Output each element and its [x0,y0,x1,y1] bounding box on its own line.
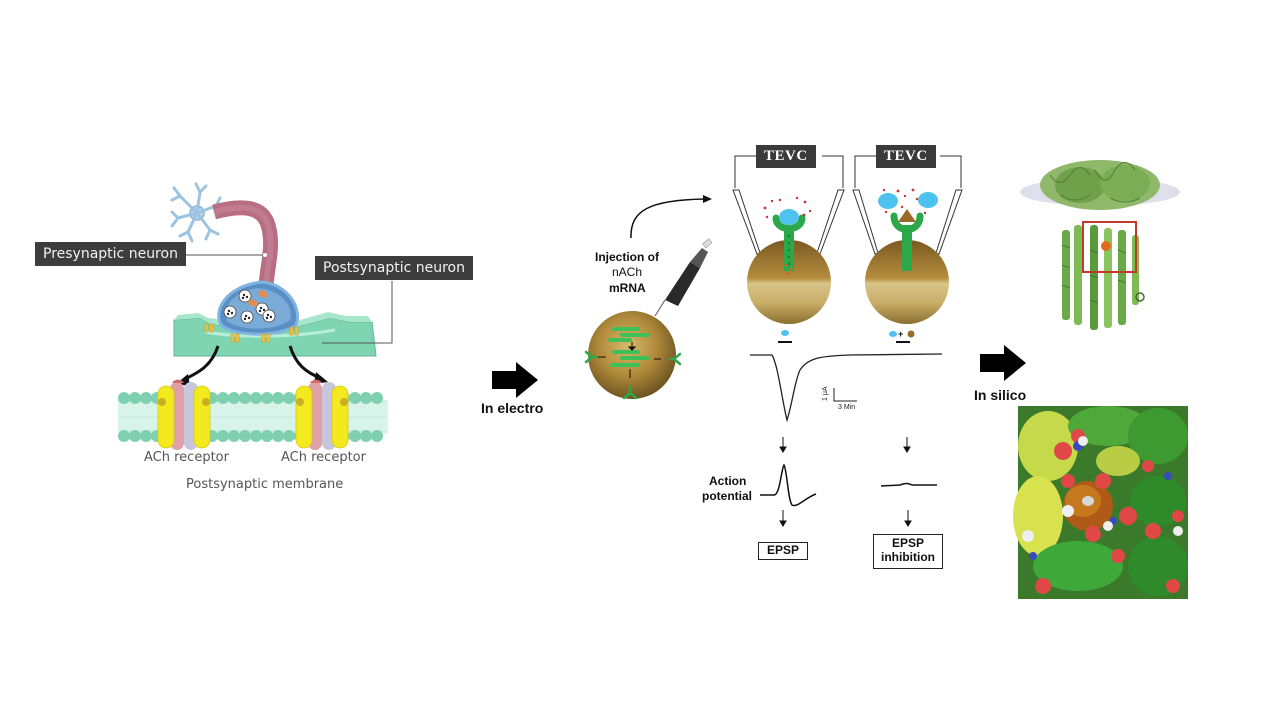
current-trace [750,353,943,423]
presynaptic-neuron-label: Presynaptic neuron [35,242,186,266]
mrna-strands [608,327,650,367]
epsp-inhibition-line1: EPSP [891,536,924,550]
epsp-box: EPSP [758,542,808,560]
epsp-inhibition-line2: inhibition [881,550,935,564]
lipid-head [239,392,251,404]
in-silico-label: In silico [974,387,1027,403]
lipid-head [140,430,152,442]
flow-arrows [779,437,912,527]
lipid-head [129,392,141,404]
postsynaptic-leader-line [322,281,393,344]
postsynaptic-neuron-label: Postsynaptic neuron [315,256,473,280]
curved-arrow [630,198,706,239]
electrode-wires-right [852,155,963,255]
right-arrow-icon [492,362,538,398]
in-electro-label: In electro [481,400,544,416]
lipid-head [118,430,130,442]
right-arrow-icon-2 [980,345,1026,381]
cleft-receptors [204,323,299,343]
svg-text:+: + [898,329,903,339]
action-potential-trace [760,463,817,507]
lipid-head [360,430,372,442]
lipid-head [371,392,383,404]
receptor-with-inhibitor [878,188,938,271]
lipid-head [118,392,130,404]
oocyte-right [865,240,949,324]
binding-site-highlight [1082,221,1137,273]
ach-receptor-left [157,379,211,450]
receptor-with-ach [763,196,812,276]
lipid-head [217,392,229,404]
lipid-head [250,392,262,404]
scale-x-label: 3 Min [838,404,856,411]
lipid-head [250,430,262,442]
ach-symbol [781,330,789,336]
lipid-head [228,392,240,404]
lipid-head [349,430,361,442]
lipid-head [283,392,295,404]
lipid-head [261,430,273,442]
epsp-inhibition-box: EPSP inhibition [873,534,943,569]
extracellular-domain [1020,160,1180,210]
oocyte-sphere [588,311,676,399]
injection-label-line1: Injection of [595,250,659,264]
action-potential-label-1: Action [709,474,747,488]
transmembrane-helices [1061,225,1145,330]
lipid-head [228,430,240,442]
lipid-head [272,392,284,404]
lipid-head [349,392,361,404]
oocyte-left [747,240,831,324]
syringe-icon [654,238,713,317]
lipid-head [272,430,284,442]
ligand-site [1101,241,1111,251]
ach-receptor-right [295,379,349,450]
injection-label-line2: nACh [612,265,643,279]
lipid-head [129,430,141,442]
tevc-label-right: TEVC [876,145,936,168]
action-potential-label-2: potential [702,489,752,503]
lipid-head [217,430,229,442]
ach-symbol-right [889,331,897,337]
lipid-head [371,430,383,442]
neuron-soma-icon [170,182,222,243]
ach-receptor-label-right: ACh receptor [281,450,366,465]
surface-blobs [1013,406,1188,596]
lipid-head [239,430,251,442]
presynaptic-terminal [217,280,299,336]
lipid-head [261,392,273,404]
injection-label-line3: mRNA [609,281,646,295]
scale-bar [833,388,857,402]
postsynaptic-membrane-label: Postsynaptic membrane [186,477,344,492]
lipid-head [140,392,152,404]
lipid-head [360,392,372,404]
inhibited-trace [880,482,937,487]
expressed-receptor-icons [584,350,682,400]
lipid-head [283,430,295,442]
tevc-label-left: TEVC [756,145,816,168]
ach-receptor-label-left: ACh receptor [144,450,229,465]
molecular-surface-view [1013,406,1188,599]
inhibitor-symbol [907,330,915,338]
